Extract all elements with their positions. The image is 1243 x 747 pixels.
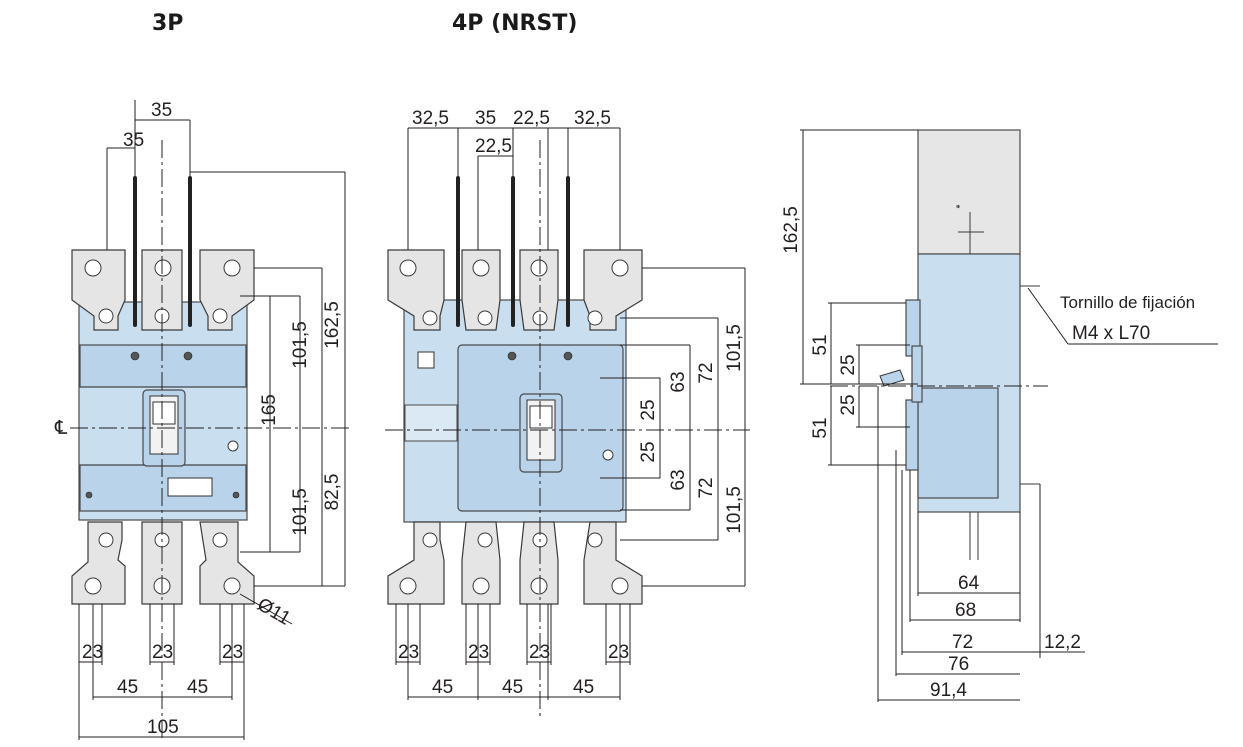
- terminal-bar-bottom-3-4p: [519, 521, 559, 605]
- dim-3p-hole-dia: Ø11: [254, 594, 294, 629]
- breaker-band-top-3p: [79, 344, 247, 388]
- dim-4p-bottom-23d: 23: [608, 642, 629, 663]
- dim-4p-bottom-23a: 23: [398, 642, 419, 663]
- brand-logo-4p: [417, 351, 435, 369]
- dim-4p-pitch-45c: 45: [573, 677, 594, 698]
- dim-3p-101-5-top: 101,5: [290, 321, 311, 369]
- dim-side-12-2: 12,2: [1044, 632, 1081, 653]
- breaker-band-bottom-3p: [79, 464, 247, 512]
- dim-3p-bottom-23a: 23: [82, 642, 103, 663]
- side-small-label: ⊕: [956, 204, 960, 210]
- dim-4p-72-bottom: 72: [696, 477, 717, 498]
- view-4p: 32,5 35 22,5 32,5 22,5 63 72 101,5 25 25…: [385, 108, 750, 720]
- dim-4p-top-22-5b: 22,5: [475, 136, 512, 157]
- dim-3p-top-35a: 35: [151, 100, 172, 121]
- dim-side-51-bottom: 51: [810, 417, 831, 438]
- view-3p: ℄ 35 35 162,5 101,5 165 101,5 82,5 Ø11: [54, 100, 350, 740]
- dim-3p-bottom-23c: 23: [222, 642, 243, 663]
- dim-4p-72-top: 72: [696, 362, 717, 383]
- label-window-3p: [167, 477, 213, 497]
- dim-4p-63-bottom: 63: [668, 469, 689, 490]
- centerline-symbol: ℄: [54, 418, 68, 439]
- note-screw-size: M4 x L70: [1072, 323, 1150, 344]
- dim-4p-bottom-23b: 23: [468, 642, 489, 663]
- terminal-bar-bottom-1-4p: [387, 521, 445, 605]
- dim-3p-101-5-bottom: 101,5: [290, 488, 311, 536]
- dim-side-25-bottom: 25: [838, 394, 859, 415]
- dim-side-162-5: 162,5: [781, 206, 802, 254]
- dim-3p-pitch-45b: 45: [187, 677, 208, 698]
- terminal-bar-top-3-3p: [199, 249, 255, 331]
- dim-4p-top-32-5a: 32,5: [412, 108, 449, 129]
- dim-3p-pitch-45a: 45: [117, 677, 138, 698]
- dim-4p-top-22-5a: 22,5: [513, 108, 550, 129]
- dim-4p-pitch-45a: 45: [432, 677, 453, 698]
- dim-4p-101-5-bottom: 101,5: [724, 486, 745, 534]
- dim-side-64: 64: [958, 573, 980, 594]
- dim-4p-101-5-top: 101,5: [724, 324, 745, 372]
- dim-side-25-top: 25: [838, 354, 859, 375]
- dim-3p-width-105: 105: [147, 717, 179, 738]
- dim-3p-165: 165: [259, 394, 280, 426]
- dim-3p-82-5: 82,5: [322, 474, 343, 511]
- dim-4p-top-32-5b: 32,5: [574, 108, 611, 129]
- dim-4p-bottom-23c: 23: [529, 642, 550, 663]
- side-view: ⊕ 162,5 51 25 25 51 Tornillo de fijación…: [781, 129, 1218, 702]
- dim-3p-162-5: 162,5: [322, 301, 343, 349]
- dim-4p-63-top: 63: [668, 371, 689, 392]
- dim-side-91-4: 91,4: [930, 680, 967, 701]
- dim-side-51-top: 51: [810, 334, 831, 355]
- dim-side-72: 72: [952, 632, 973, 653]
- dim-side-76: 76: [948, 654, 969, 675]
- dim-4p-pitch-45b: 45: [502, 677, 523, 698]
- dim-3p-bottom-23b: 23: [152, 642, 173, 663]
- dim-side-68: 68: [955, 600, 976, 621]
- dim-4p-top-35: 35: [475, 108, 496, 129]
- terminal-bar-top-2-4p: [461, 249, 501, 331]
- side-cover-grey: [917, 129, 1021, 255]
- dim-4p-25-top: 25: [638, 399, 659, 420]
- title-3p: 3P: [152, 11, 183, 36]
- note-fixing-screw: Tornillo de fijación: [1060, 293, 1195, 312]
- title-4p: 4P (NRST): [452, 11, 577, 36]
- terminal-bar-top-3-4p: [519, 249, 559, 331]
- side-lower-block: [917, 387, 999, 499]
- dim-4p-25-bottom: 25: [638, 441, 659, 462]
- dim-3p-top-35b: 35: [123, 130, 144, 151]
